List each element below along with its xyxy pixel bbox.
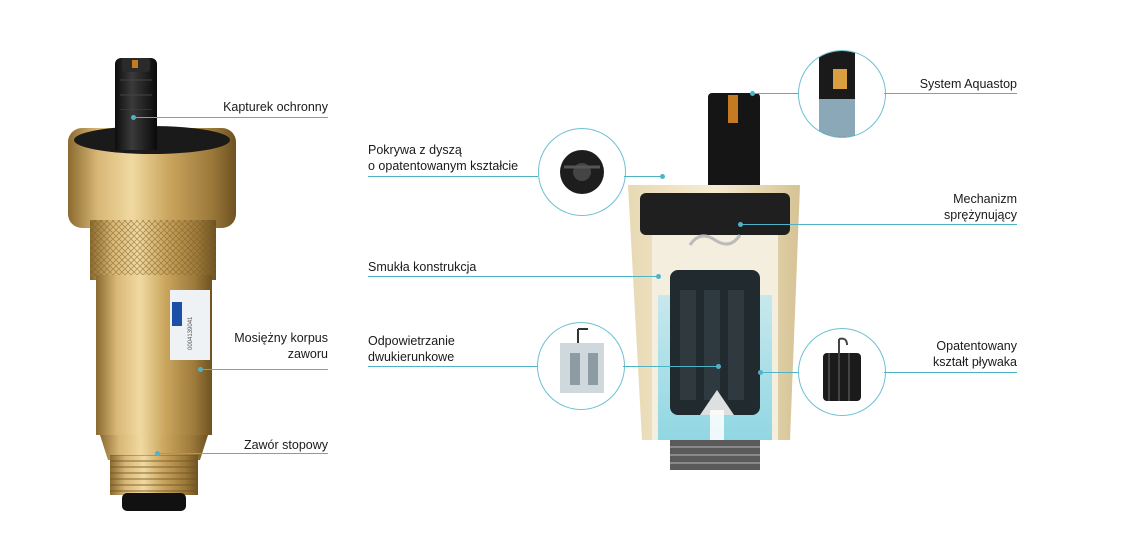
label-brass-body-line1: Mosiężny korpus [234,331,328,345]
label-aquastop: System Aquastop [919,77,1017,91]
leader-cover [368,176,538,177]
leader-body-dot [198,367,203,372]
leader-float [884,372,1017,373]
leader-aquastop-in [752,93,798,94]
label-brass-body-line2: zaworu [287,347,328,361]
leader-body [200,369,328,370]
leader-venting [368,366,537,367]
sticker-serial: 0004139041 [188,316,194,350]
leader-construction [368,276,658,277]
leader-cap [133,117,328,118]
label-cover-line2: o opatentowanym kształcie [368,159,519,173]
leader-venting-dot [716,364,721,369]
leader-venting-in [623,366,718,367]
leader-cover-dot [660,174,665,179]
leader-aquastop [884,93,1017,94]
bubble-cover-nozzle [538,128,626,216]
bubble-two-way-venting [537,322,625,410]
label-cover-line1: Pokrywa z dyszą [368,143,462,157]
leader-cap-dot [131,115,136,120]
label-protective-cap: Kapturek ochronny [223,100,328,114]
label-spring-line1: Mechanizm [953,192,1017,206]
leader-spring [740,224,1017,225]
bubble-float-shape [798,328,886,416]
leader-foot [157,453,328,454]
leader-foot-dot [155,451,160,456]
bubble-aquastop [798,50,886,138]
leader-aquastop-dot [750,91,755,96]
leader-construction-dot [656,274,661,279]
label-venting-line2: dwukierunkowe [368,350,455,364]
label-foot-valve: Zawór stopowy [243,438,328,452]
leader-spring-dot [738,222,743,227]
label-slim-construction: Smukła konstrukcja [368,260,477,274]
brass-valve-illustration: 0004139041 [68,58,236,511]
label-float-line1: Opatentowany [936,339,1017,353]
leader-cover-in [624,176,662,177]
label-spring-line2: sprężynujący [944,208,1017,222]
leader-float-in [760,372,798,373]
cutaway-valve-illustration [628,93,800,470]
label-venting-line1: Odpowietrzanie [368,334,455,348]
label-float-line2: kształt pływaka [932,355,1017,369]
leader-float-dot [758,370,763,375]
